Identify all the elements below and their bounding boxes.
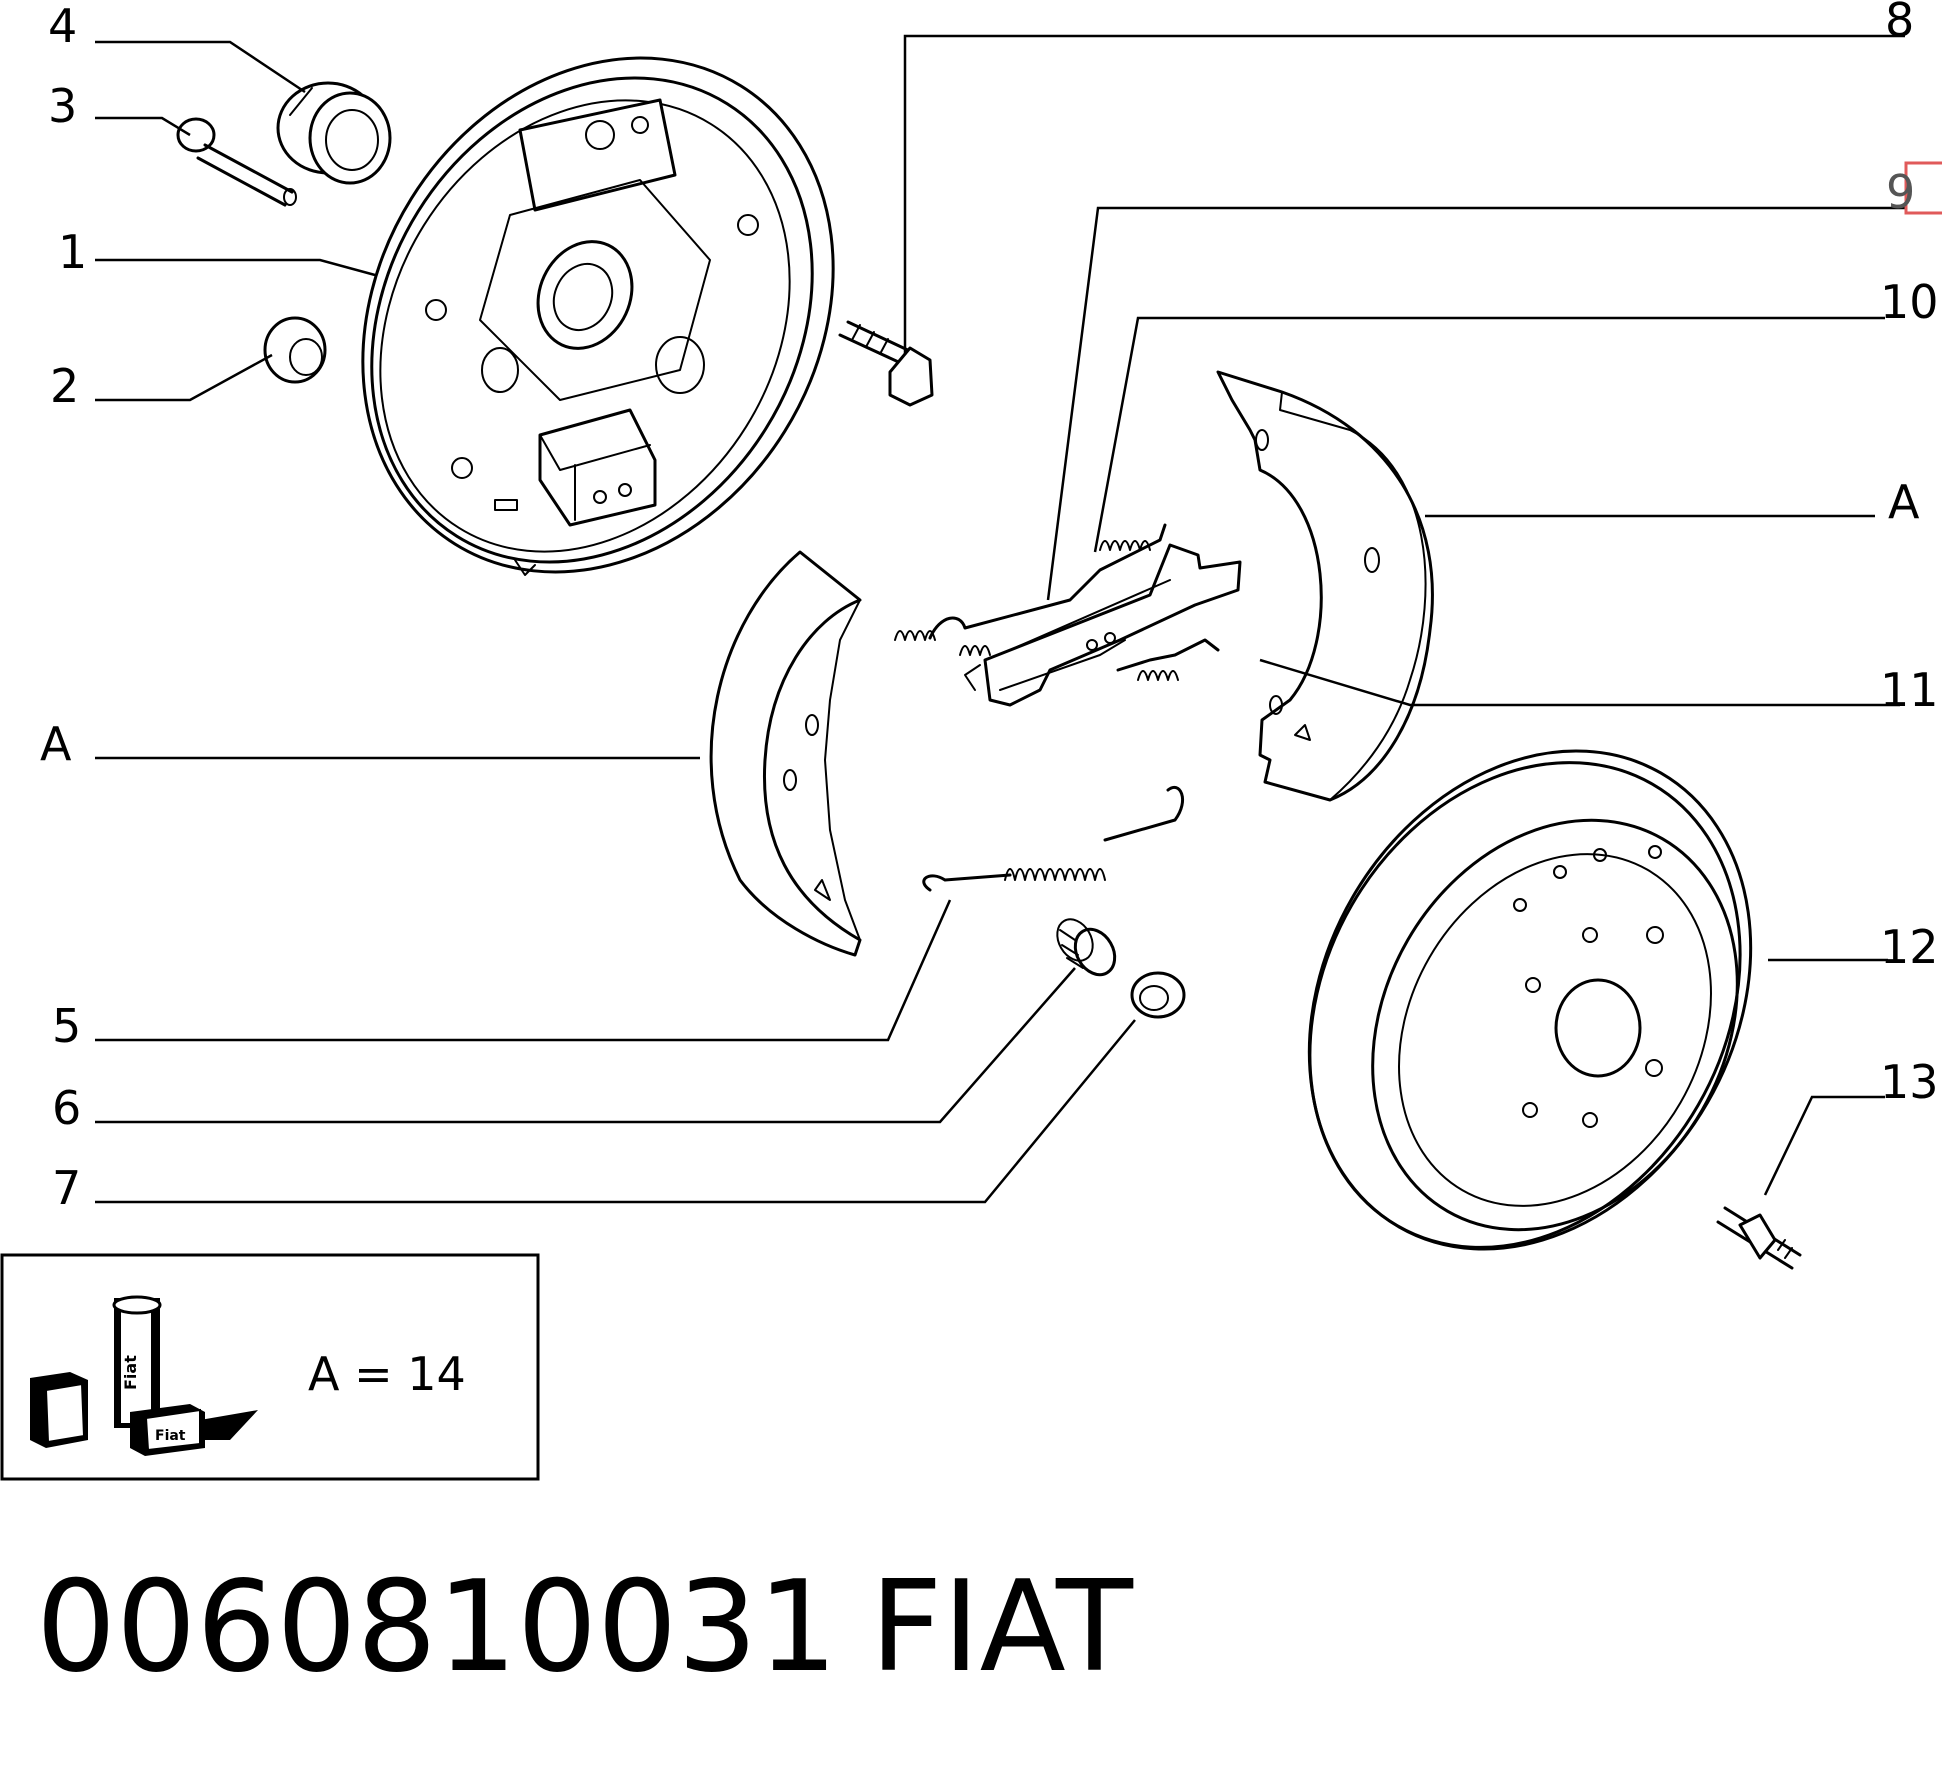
part-5-spring xyxy=(922,786,1185,892)
brake-shoe-left xyxy=(709,550,862,957)
callout-2: 2 xyxy=(50,359,79,413)
callout-13: 13 xyxy=(1880,1055,1939,1109)
callout-10: 10 xyxy=(1880,275,1939,329)
callout-8: 8 xyxy=(1885,0,1914,47)
callout-labels: 4 3 1 2 8 9 10 A 11 A 12 13 5 6 7 xyxy=(40,0,1942,1215)
callout-1: 1 xyxy=(58,225,87,279)
callout-11: 11 xyxy=(1880,663,1939,717)
backing-plate xyxy=(361,56,835,576)
part-9-lever-assembly xyxy=(894,523,1242,707)
callout-7: 7 xyxy=(52,1161,81,1215)
callout-4: 4 xyxy=(48,0,77,53)
part-7-washer xyxy=(1130,971,1186,1019)
part-number: 0060810031 xyxy=(36,1553,838,1700)
part-12-brake-drum xyxy=(1307,749,1753,1251)
part-2-plug xyxy=(263,316,327,384)
kit-icon: Fiat Fiat xyxy=(30,1295,258,1456)
callout-3: 3 xyxy=(48,79,77,133)
kit-can-label: Fiat xyxy=(121,1355,140,1390)
part-8-bolt xyxy=(838,320,934,407)
callout-a-right: A xyxy=(1888,475,1920,529)
part-6-spring xyxy=(1056,918,1117,977)
legend-box: Fiat Fiat A = 14 xyxy=(0,1253,540,1481)
callout-a-left: A xyxy=(40,717,72,771)
highlight-box-9 xyxy=(1904,161,1942,215)
part-4-grommet xyxy=(276,81,392,185)
legend-text: A = 14 xyxy=(308,1347,466,1401)
part-13-stud xyxy=(1716,1206,1802,1270)
brake-shoe-right xyxy=(1216,370,1434,802)
brand-name: FIAT xyxy=(870,1553,1134,1700)
part-3-pin xyxy=(176,117,297,207)
callout-6: 6 xyxy=(52,1081,81,1135)
kit-box-label: Fiat xyxy=(155,1428,186,1444)
callout-12: 12 xyxy=(1880,920,1939,974)
callout-9: 9 xyxy=(1886,165,1915,219)
callout-5: 5 xyxy=(52,999,81,1053)
leader-lines xyxy=(95,34,1905,1204)
